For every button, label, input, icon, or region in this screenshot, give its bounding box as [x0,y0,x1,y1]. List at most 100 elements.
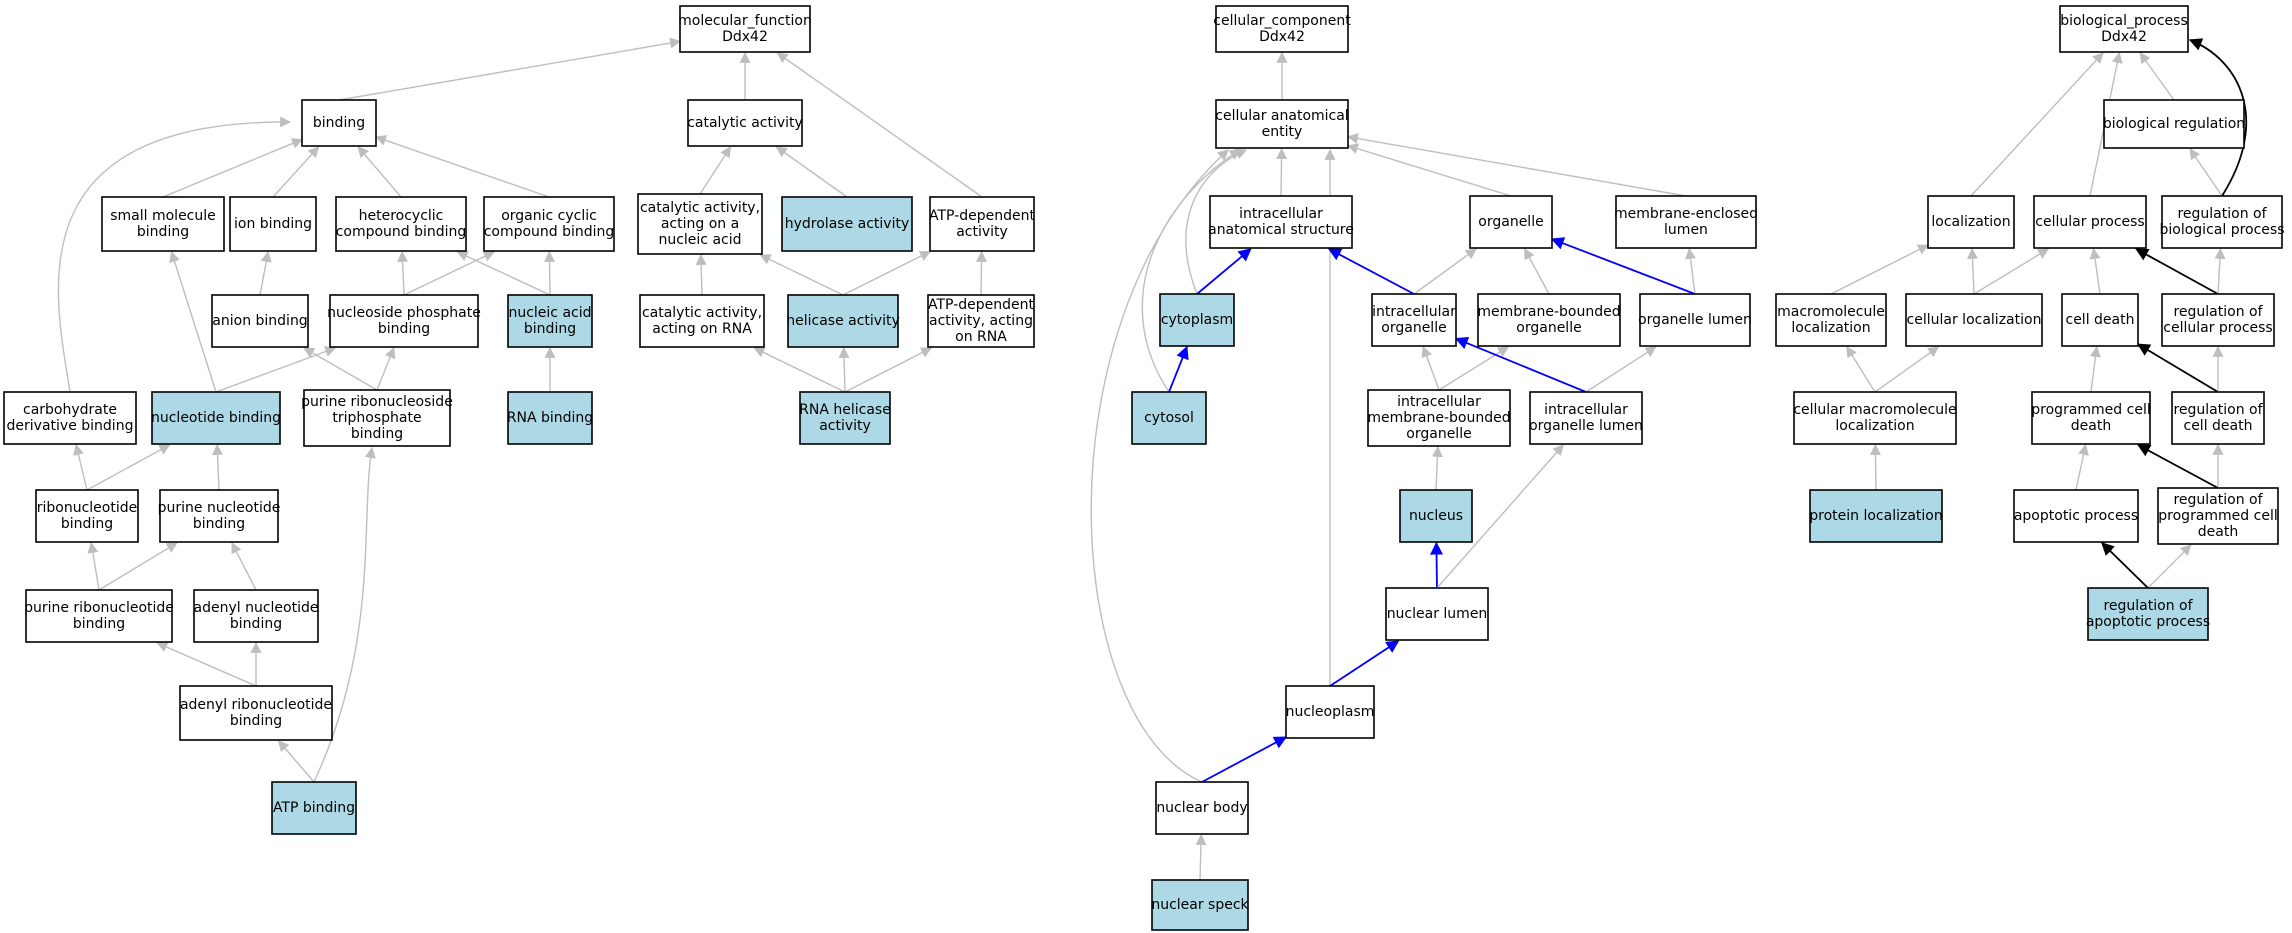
go-term-node-cell-loc[interactable]: cellular localization [1905,293,2043,347]
node-box [1477,293,1621,347]
go-term-node-atp-binding[interactable]: ATP binding [271,781,357,835]
go-term-node-protein-loc[interactable]: protein localization [1809,489,1943,543]
go-term-node-organelle-lumen[interactable]: organelle lumen [1638,293,1752,347]
go-term-node-apoptotic[interactable]: apoptotic process [2013,489,2139,543]
node-label-line: apoptotic process [2014,508,2138,524]
node-label-line: protein localization [1809,508,1942,524]
go-term-node-nuclear-body[interactable]: nuclear body [1155,781,1249,835]
go-term-node-rna-binding[interactable]: RNA binding [507,391,593,445]
edge [2188,38,2248,197]
node-label-line: binding [351,426,403,442]
go-term-node-cell-death[interactable]: cell death [2061,293,2139,347]
go-term-node-cytosol[interactable]: cytosol [1131,391,1207,445]
node-label-line: adenyl nucleotide [194,600,319,616]
go-term-node-hydrolase[interactable]: hydrolase activity [781,196,913,252]
node-box [1809,489,1943,543]
go-term-node-localization[interactable]: localization [1927,195,2015,249]
go-term-node-catalytic[interactable]: catalytic activity [687,99,803,147]
edge [1346,133,1687,197]
node-box [1215,5,1349,53]
edge [303,347,378,391]
edge-nucleoplasm-to-nuclear_lumen [1329,640,1400,687]
node-label-line: Ddx42 [722,29,768,45]
go-term-node-nuclear-lumen[interactable]: nuclear lumen [1385,587,1489,641]
go-term-node-nucleoplasm[interactable]: nucleoplasm [1285,685,1375,739]
node-label-line: entity [1262,124,1303,140]
node-box [211,294,309,348]
node-label-line: binding [230,713,282,729]
node-label-line: lumen [1664,222,1708,238]
go-term-node-ion-binding[interactable]: ion binding [229,196,317,252]
go-term-node-nuclear-speck[interactable]: nuclear speck [1151,879,1250,931]
node-box [927,294,1035,348]
edge [699,146,732,195]
go-term-node-helicase[interactable]: helicase activity [786,294,900,348]
edge [403,251,495,296]
edge-atp_dep_rna-to-atp_dep [975,250,987,296]
edge [2136,343,2219,393]
edge-reg_cell_proc-to-cell_process [2135,248,2219,295]
go-term-node-bio-reg[interactable]: biological regulation [2103,99,2245,149]
edge-organelle_lumen-to-membrane_lumen [1685,247,1696,295]
edges-layer [57,37,2248,881]
go-term-node-cell-process[interactable]: cellular process [2033,195,2147,249]
edge-nuclear_body-to-cell_anat [1090,149,1229,783]
go-term-node-cytoplasm[interactable]: cytoplasm [1159,293,1235,347]
node-label-line: cytoplasm [1161,312,1233,328]
edge-reg_prog_death-to-prog_cell_death [2137,444,2219,489]
node-label-line: binding [313,115,365,131]
edge [338,37,682,101]
node-box [1371,293,1457,347]
go-term-node-nucleotide[interactable]: nucleotide binding [151,391,281,445]
go-term-node-binding[interactable]: binding [301,99,377,147]
edge-helicase-to-cat_nucleic [759,254,844,296]
edge [1276,147,1288,197]
edge [1195,833,1207,881]
go-term-node-cat-rna[interactable]: catalytic activity,acting on RNA [639,294,765,348]
edge-ribonucleotide-to-nucleotide [86,444,171,491]
node-label-line: regulation of [2173,492,2263,508]
node-box [35,489,139,543]
go-term-node-organelle[interactable]: organelle [1469,195,1553,249]
node-box [2087,587,2209,641]
node-label-line: cellular process [2035,214,2144,230]
go-term-node-anion-binding[interactable]: anion binding [211,294,309,348]
edge [397,250,409,296]
go-term-node-nucleus[interactable]: nucleus [1399,489,1473,543]
node-label-line: anatomical structure [1208,222,1354,238]
